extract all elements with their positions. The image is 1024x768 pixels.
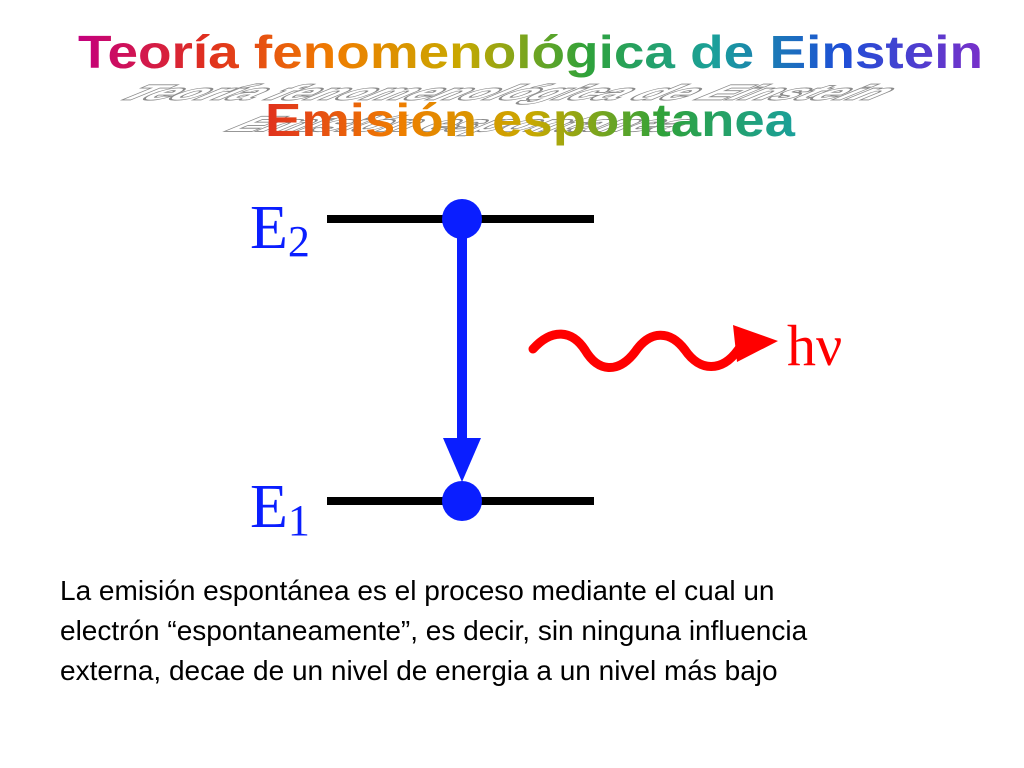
title-graphic: Teoría fenomenológica de Einstein Emisió… xyxy=(78,26,983,146)
title-area: Teoría fenomenológica de Einstein Emisió… xyxy=(0,0,1024,160)
title-line1: Teoría fenomenológica de Einstein xyxy=(78,26,983,78)
description-paragraph: La emisión espontánea es el proceso medi… xyxy=(60,571,1000,691)
lower-level-letter: E xyxy=(250,473,288,541)
title-shadow-line1: Teoría fenomenológica de Einstein xyxy=(102,81,917,104)
upper-level-label: E2 xyxy=(250,194,310,266)
lower-level-subscript: 1 xyxy=(288,496,310,545)
photon-arrow-head xyxy=(733,325,778,362)
photon-label: hν xyxy=(787,313,842,378)
electron-lower xyxy=(442,481,482,521)
title-shadow-line2: Emisión espontanea xyxy=(212,112,717,135)
upper-level-letter: E xyxy=(250,194,288,262)
photon-wave xyxy=(528,329,757,372)
title-shadow: Teoría fenomenológica de Einstein Emisió… xyxy=(101,80,919,138)
description-line-2: electrón “espontaneamente”, es decir, si… xyxy=(60,615,808,646)
description-line-1: La emisión espontánea es el proceso medi… xyxy=(60,575,775,606)
energy-level-diagram: E2 E1 hν xyxy=(250,194,842,545)
transition-arrow-head xyxy=(443,438,481,482)
lower-level-label: E1 xyxy=(250,473,310,545)
description-line-3: externa, decae de un nivel de energia a … xyxy=(60,655,778,686)
electron-upper xyxy=(442,199,482,239)
upper-level-subscript: 2 xyxy=(288,217,310,266)
title-line2: Emisión espontanea xyxy=(265,94,795,146)
